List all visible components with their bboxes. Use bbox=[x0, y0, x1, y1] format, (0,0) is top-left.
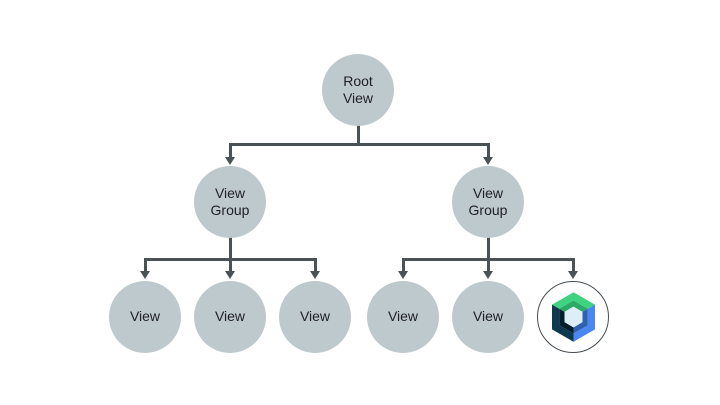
node-label: View bbox=[472, 308, 504, 325]
node-view-group-right: View Group bbox=[452, 166, 524, 238]
node-label: View Group bbox=[210, 184, 250, 218]
node-view-2: View bbox=[194, 281, 266, 353]
arrow-down-icon bbox=[483, 271, 493, 279]
connector-line bbox=[228, 237, 232, 260]
connector-line bbox=[228, 143, 232, 157]
connector-line bbox=[401, 257, 405, 271]
arrow-down-icon bbox=[225, 157, 235, 165]
node-root-view: Root View bbox=[322, 54, 394, 126]
node-view-group-left: View Group bbox=[194, 166, 266, 238]
connector-line bbox=[356, 125, 360, 146]
connector-line bbox=[228, 257, 232, 271]
arrow-down-icon bbox=[398, 271, 408, 279]
arrow-down-icon bbox=[483, 157, 493, 165]
arrow-down-icon bbox=[568, 271, 578, 279]
node-label: View Group bbox=[468, 184, 508, 218]
connector-line bbox=[313, 257, 317, 271]
connector-line bbox=[486, 257, 490, 271]
node-view-3: View bbox=[279, 281, 351, 353]
arrow-down-icon bbox=[225, 271, 235, 279]
connector-line bbox=[143, 257, 147, 271]
node-view-5: View bbox=[452, 281, 524, 353]
node-label: View bbox=[129, 308, 161, 325]
connector-line bbox=[571, 257, 575, 271]
node-view-4: View bbox=[367, 281, 439, 353]
connector-line bbox=[228, 143, 490, 146]
connector-line bbox=[486, 237, 490, 260]
arrow-down-icon bbox=[310, 271, 320, 279]
node-label: View bbox=[214, 308, 246, 325]
connector-line bbox=[486, 143, 490, 157]
node-view-1: View bbox=[109, 281, 181, 353]
jetpack-compose-icon bbox=[551, 292, 595, 342]
arrow-down-icon bbox=[140, 271, 150, 279]
node-compose bbox=[537, 281, 609, 353]
node-label: View bbox=[299, 308, 331, 325]
node-label: View bbox=[387, 308, 419, 325]
node-label: Root View bbox=[342, 72, 374, 106]
